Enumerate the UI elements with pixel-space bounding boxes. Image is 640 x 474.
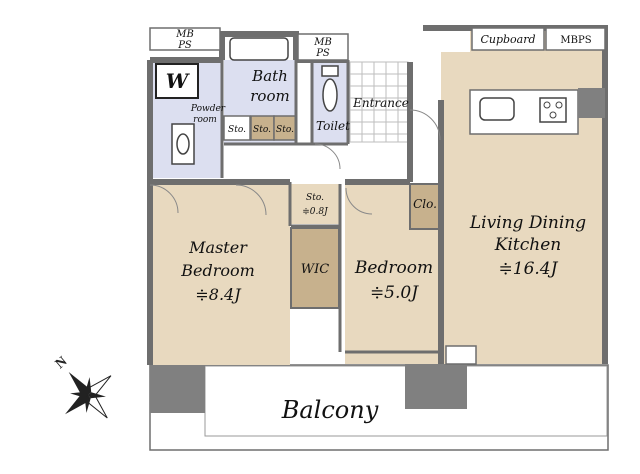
mbps-right-box [545,27,606,51]
wic-label: WIC [301,262,329,277]
closet-label: Clo. [413,197,437,211]
svg-text:room: room [250,87,289,105]
inner-walls [220,60,440,354]
doors [149,109,441,216]
closet-area [409,183,441,230]
svg-text:≑0.8J: ≑0.8J [302,207,329,217]
entrance-label: Entrance [352,96,409,110]
bathtub [229,37,289,61]
wic-area [290,227,340,309]
svg-text:PS: PS [315,48,330,59]
entrance-tiles [349,61,409,143]
sto-1-area [223,115,251,141]
kitchen-column [578,88,605,118]
mbps-right-label: MBPS [560,35,591,46]
svg-text:PS: PS [177,40,192,51]
svg-text:≑16.4J: ≑16.4J [499,259,559,279]
toilet-fixture [322,78,338,112]
sto-2-label: Sto. [253,125,271,135]
svg-text:Kitchen: Kitchen [494,235,561,255]
washer-box [155,63,199,99]
sto-1-label: Sto. [228,125,246,135]
svg-text:≑8.4J: ≑8.4J [195,285,242,304]
bedroom-label: Bedroom [354,258,433,278]
kitchen-sink [479,97,515,121]
sto-small-area [291,184,339,224]
sto-small-label: Sto. [306,193,324,203]
washer-label: W [166,69,191,93]
bathroom-label: Bath [251,67,288,85]
svg-text:room: room [193,115,217,125]
svg-text:≑5.0J: ≑5.0J [370,283,419,303]
balcony-label: Balcony [281,396,379,424]
compass-rose-icon [65,372,112,419]
mbps-mid-box [297,33,349,61]
mbps-mid-label: MB [313,37,332,48]
mbps-left-box [149,27,221,51]
cupboard-label: Cupboard [480,33,535,46]
svg-text:Bedroom: Bedroom [180,261,255,280]
mbps-left-label: MB [175,29,194,40]
powder-room-label: Powder [190,104,226,114]
toilet-label: Toilet [316,119,350,133]
sto-3-label: Sto. [276,125,294,135]
ldk-label: Living Dining [469,213,586,233]
column-mid [405,363,467,409]
cupboard-box [471,27,545,51]
ldk-area [441,28,605,364]
ldk-small-box [445,345,477,365]
stove [539,97,567,123]
compass-north-label: N [53,354,70,372]
master-bedroom-label: Master [188,238,248,257]
column-left [150,363,205,413]
master-bedroom-area [150,182,290,365]
